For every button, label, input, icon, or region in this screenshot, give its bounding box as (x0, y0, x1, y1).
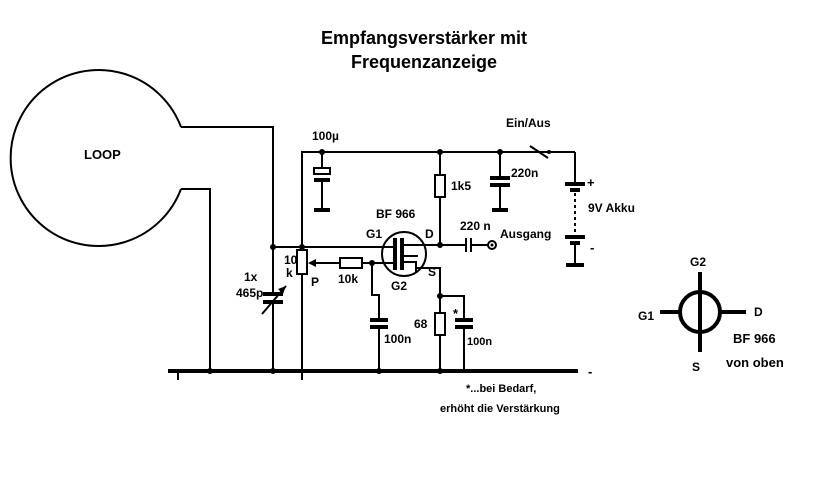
pot-label-p: P (311, 275, 319, 289)
resistor-drain (434, 174, 446, 198)
battery-plus-label: + (587, 175, 595, 190)
pinout-diagram: G2 G1 D S BF 966 von oben (638, 255, 784, 374)
pin-s-label: S (428, 265, 436, 279)
output-jack-pin (490, 243, 494, 247)
junction-dot (437, 368, 443, 374)
supply-left-wire (301, 151, 575, 247)
battery-minus-label: - (590, 240, 594, 255)
pinout-g1-label: G1 (638, 309, 654, 323)
output-label: Ausgang (500, 227, 551, 241)
pin-d-label: D (425, 227, 434, 241)
title-line-2: Frequenzanzeige (351, 52, 497, 72)
junction-dot (270, 244, 276, 250)
opt-cap-wire (440, 295, 465, 320)
pinout-name: BF 966 (733, 331, 776, 346)
pin-g1-label: G1 (366, 227, 382, 241)
elko-label: 100µ (312, 129, 339, 143)
source-wire (415, 267, 441, 313)
transistor-label: BF 966 (376, 207, 416, 221)
opt-cap-star: * (453, 306, 459, 321)
pinout-d-label: D (754, 305, 763, 319)
loop-wire-bottom (181, 188, 211, 371)
switch-contact (547, 150, 551, 154)
cap-top-label: 220n (511, 166, 538, 180)
resistor-drain-label: 1k5 (451, 179, 471, 193)
resistor-gate-label: 10k (338, 272, 358, 286)
junction-dot (497, 149, 503, 155)
pot-label-a: 10 (284, 253, 298, 267)
mosfet-transistor (381, 231, 427, 277)
capacitor-elko (313, 167, 331, 175)
g2-wire (371, 263, 380, 320)
loop-wire-top (181, 126, 274, 247)
pinout-view: von oben (726, 355, 784, 370)
junction-dot (376, 368, 382, 374)
pot-label-b: k (286, 266, 293, 280)
note-line-2: erhöht die Verstärkung (440, 403, 560, 415)
ground-minus-label: - (588, 364, 592, 379)
cap-out-label: 220 n (460, 219, 491, 233)
pinout-g2-label: G2 (690, 255, 706, 269)
varcap-arrow-head (278, 286, 286, 294)
opt-cap-label: 100n (467, 336, 492, 348)
cap-g2-label: 100n (384, 332, 411, 346)
loop-antenna-coil (9, 69, 182, 247)
varcap-label-b: 465p (236, 286, 263, 300)
resistor-source (434, 312, 446, 336)
title-line-1: Empfangsverstärker mit (321, 28, 527, 48)
pinout-s-label: S (692, 360, 700, 374)
pot-wiper-arrow (308, 259, 316, 267)
junction-dot (270, 368, 276, 374)
junction-dot (207, 368, 213, 374)
varcap-label-a: 1x (244, 270, 258, 284)
resistor-source-label: 68 (414, 317, 428, 331)
mosfet-source-lead (402, 261, 417, 272)
switch-label: Ein/Aus (506, 116, 551, 130)
potentiometer (296, 249, 308, 275)
switch-lever (529, 145, 549, 159)
note-line-1: *...bei Bedarf, (466, 383, 536, 395)
junction-dot (319, 149, 325, 155)
junction-dot (299, 244, 305, 250)
pin-g2-label: G2 (391, 279, 407, 293)
junction-dot (437, 149, 443, 155)
resistor-gate (339, 257, 363, 269)
battery-label: 9V Akku (588, 201, 635, 215)
loop-label: LOOP (84, 147, 121, 162)
